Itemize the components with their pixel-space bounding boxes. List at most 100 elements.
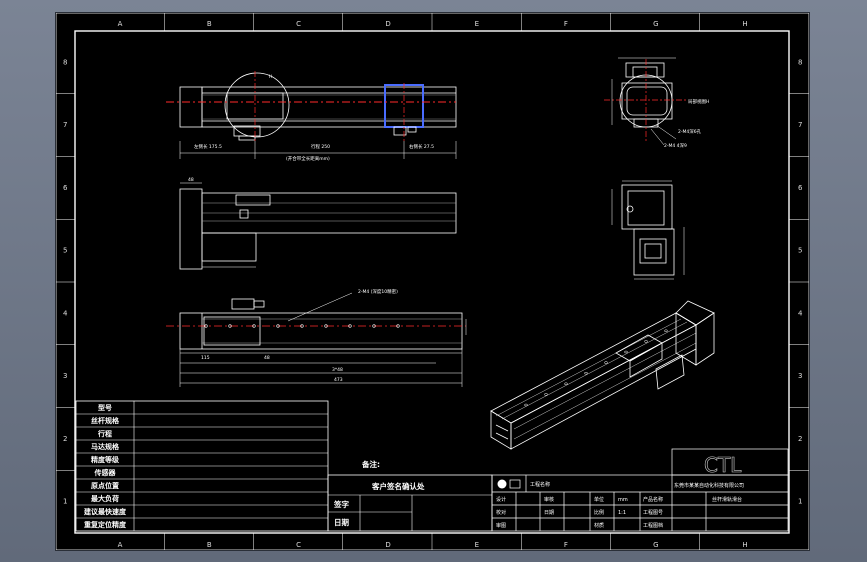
zone-col-label: G: [653, 541, 658, 549]
zone-row-label: 2: [798, 435, 802, 443]
top-dim-c: 3*48: [332, 367, 343, 373]
mounting-hole: [372, 324, 376, 328]
company-logo: CTL: [704, 453, 742, 477]
spec-row-label: 传感器: [94, 468, 117, 477]
zone-row-label: 4: [798, 309, 803, 317]
zone-row-label: 5: [63, 247, 67, 255]
zone-col-label: B: [207, 541, 212, 549]
zone-row-label: 1: [63, 498, 67, 506]
mounting-hole: [300, 324, 304, 328]
spec-row-label: 原点位置: [91, 481, 119, 490]
zone-row-label: 3: [798, 372, 802, 380]
front-dim-total: (开合带全长距离mm): [286, 155, 330, 162]
tb-product-name-label: 产品名称: [643, 496, 663, 503]
title-block: [491, 448, 789, 532]
iso-hole: [564, 382, 568, 386]
zone-row-label: 7: [798, 121, 802, 129]
end-view: [604, 57, 688, 146]
zone-col-label: C: [296, 541, 301, 549]
zone-row-label: 6: [63, 184, 68, 192]
mounting-hole: [324, 324, 328, 328]
tb-date-label: 日期: [544, 510, 554, 516]
iso-hole: [624, 350, 628, 354]
zone-row-label: 3: [63, 372, 67, 380]
side-dim: 48: [188, 177, 194, 183]
tb-scale-label: 比例: [594, 509, 604, 516]
outer-border: [56, 13, 809, 550]
tb-design-label: 设计: [496, 496, 506, 503]
top-view: [166, 292, 467, 387]
company-name: 东莞市某某自动化科技有限公司: [674, 482, 744, 489]
sign-label: 签字: [333, 499, 349, 509]
zone-col-label: A: [118, 20, 123, 28]
zone-row-label: 1: [798, 498, 802, 506]
top-view-holes: [204, 324, 400, 328]
spec-row-label: 最大负荷: [91, 494, 119, 503]
spec-row-label: 精度等级: [91, 455, 120, 464]
projection-label: 工程名称: [530, 481, 550, 488]
zone-row-label: 7: [63, 121, 67, 129]
mounting-hole: [252, 324, 256, 328]
zone-col-label: F: [564, 541, 568, 549]
zone-col-label: D: [385, 541, 390, 549]
top-callout: 2-M4 (深度10精密): [358, 288, 398, 295]
spec-row-label: 行程: [97, 429, 112, 438]
tb-unit-value: mm: [618, 497, 628, 503]
zone-col-label: F: [564, 20, 568, 28]
spec-row-label: 丝杆规格: [91, 416, 120, 425]
spec-row-label: 重复定位精度: [84, 520, 127, 529]
zone-col-label: E: [475, 541, 479, 549]
tb-drawing-file-label: 工程图档: [643, 522, 663, 529]
zone-col-label: G: [653, 20, 658, 28]
tb-product-name-value: 丝杆滑轨滑台: [712, 496, 742, 503]
iso-hole: [584, 371, 588, 375]
tb-drawing-no-label: 工程图号: [643, 509, 663, 516]
mounting-hole: [204, 324, 208, 328]
zone-col-label: D: [385, 20, 390, 28]
end-view-callout: 局部视图H: [688, 98, 709, 105]
customer-confirm-label: 客户签名确认处: [371, 481, 425, 491]
zone-row-label: 8: [63, 58, 67, 66]
section-view: [611, 180, 685, 280]
mounting-hole: [276, 324, 280, 328]
side-view: [179, 182, 457, 270]
projection-symbol: [497, 479, 521, 489]
tb-review-label: 审核: [544, 496, 554, 503]
zone-col-label: E: [475, 20, 479, 28]
mounting-hole: [348, 324, 352, 328]
date-label: 日期: [334, 517, 349, 527]
front-view: [166, 71, 457, 159]
top-dim-d: 473: [334, 377, 343, 383]
tb-unit-label: 单位: [594, 496, 604, 503]
zone-col-label: H: [742, 541, 747, 549]
zone-row-label: 8: [798, 58, 802, 66]
inner-border: [74, 30, 790, 534]
tb-approve-label: 审图: [496, 522, 506, 529]
tb-material-label: 材质: [594, 522, 604, 529]
front-dim-left: 左侧长 175.5: [194, 143, 222, 150]
iso-hole: [664, 329, 668, 333]
iso-hole: [604, 361, 608, 364]
isometric-holes: [524, 329, 668, 407]
zone-row-label: 4: [63, 309, 68, 317]
zone-col-label: H: [742, 20, 747, 28]
top-dim-b: 48: [264, 355, 270, 361]
front-dim-travel: 行程 250: [311, 143, 330, 150]
zone-col-label: C: [296, 20, 301, 28]
mounting-hole: [228, 324, 232, 328]
iso-hole: [644, 340, 648, 343]
notes-label: 备注:: [361, 459, 380, 469]
zone-col-label: A: [118, 541, 123, 549]
end-view-dim-2: 2-M4 4深9: [664, 142, 687, 149]
spec-row-label: 型号: [98, 403, 112, 412]
front-dim-right: 右侧长 27.5: [409, 143, 434, 150]
zone-col-label: B: [207, 20, 212, 28]
tb-check-label: 校对: [496, 509, 506, 516]
front-callout: H: [269, 74, 272, 80]
tb-scale-value: 1:1: [618, 510, 626, 516]
